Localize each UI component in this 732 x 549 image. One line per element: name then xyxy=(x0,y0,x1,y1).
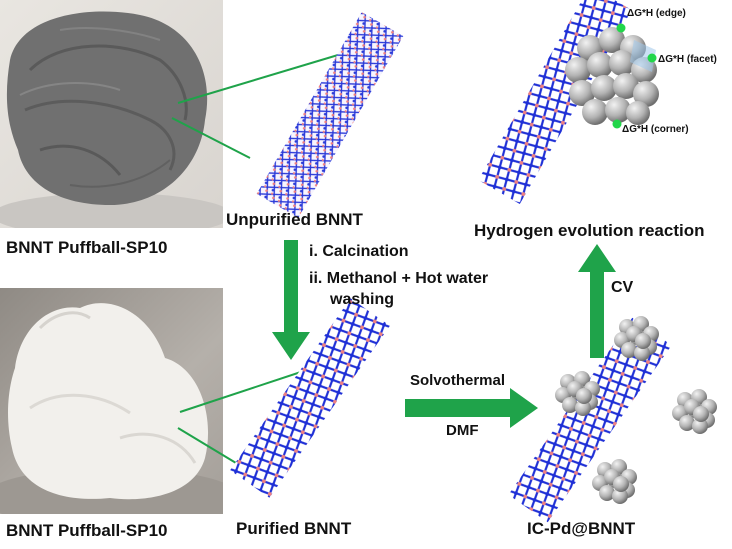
purified-bnnt-label: Purified BNNT xyxy=(236,519,352,538)
icpd-bnnt-tube xyxy=(508,317,672,523)
purified-bnnt-tube xyxy=(230,298,390,498)
solvothermal-arrow xyxy=(405,388,538,428)
solvothermal-label: Solvothermal xyxy=(410,372,506,389)
facet-site-marker xyxy=(647,53,657,63)
cv-arrow xyxy=(578,244,616,358)
her-label: Hydrogen evolution reaction xyxy=(474,221,705,240)
puffball-photo-white xyxy=(0,288,223,514)
cv-label: CV xyxy=(611,279,634,296)
unpurified-bnnt-label: Unpurified BNNT xyxy=(226,210,363,229)
purification-arrow xyxy=(272,240,310,360)
dmf-label: DMF xyxy=(446,422,479,439)
corner-site-label: ΔG*H (corner) xyxy=(622,124,689,135)
unpurified-bnnt-tube xyxy=(256,12,404,218)
step-washing-line1: ii. Methanol + Hot water xyxy=(309,270,489,287)
corner-site-marker xyxy=(612,119,622,129)
edge-site-marker xyxy=(616,23,626,33)
puffball-photo-grey xyxy=(0,0,223,228)
bottom-photo-caption: BNNT Puffball-SP10 xyxy=(6,521,168,540)
facet-site-label: ΔG*H (facet) xyxy=(658,54,717,65)
pd-cluster-4 xyxy=(592,459,637,504)
step-calcination: i. Calcination xyxy=(309,243,409,260)
pd-cluster-3 xyxy=(672,389,717,434)
icpd-bnnt-label: IC-Pd@BNNT xyxy=(527,519,636,538)
pd-large-cluster xyxy=(565,23,659,129)
edge-site-label: ΔG*H (edge) xyxy=(627,8,686,19)
top-photo-caption: BNNT Puffball-SP10 xyxy=(6,238,168,257)
step-washing-line2: washing xyxy=(330,291,395,308)
